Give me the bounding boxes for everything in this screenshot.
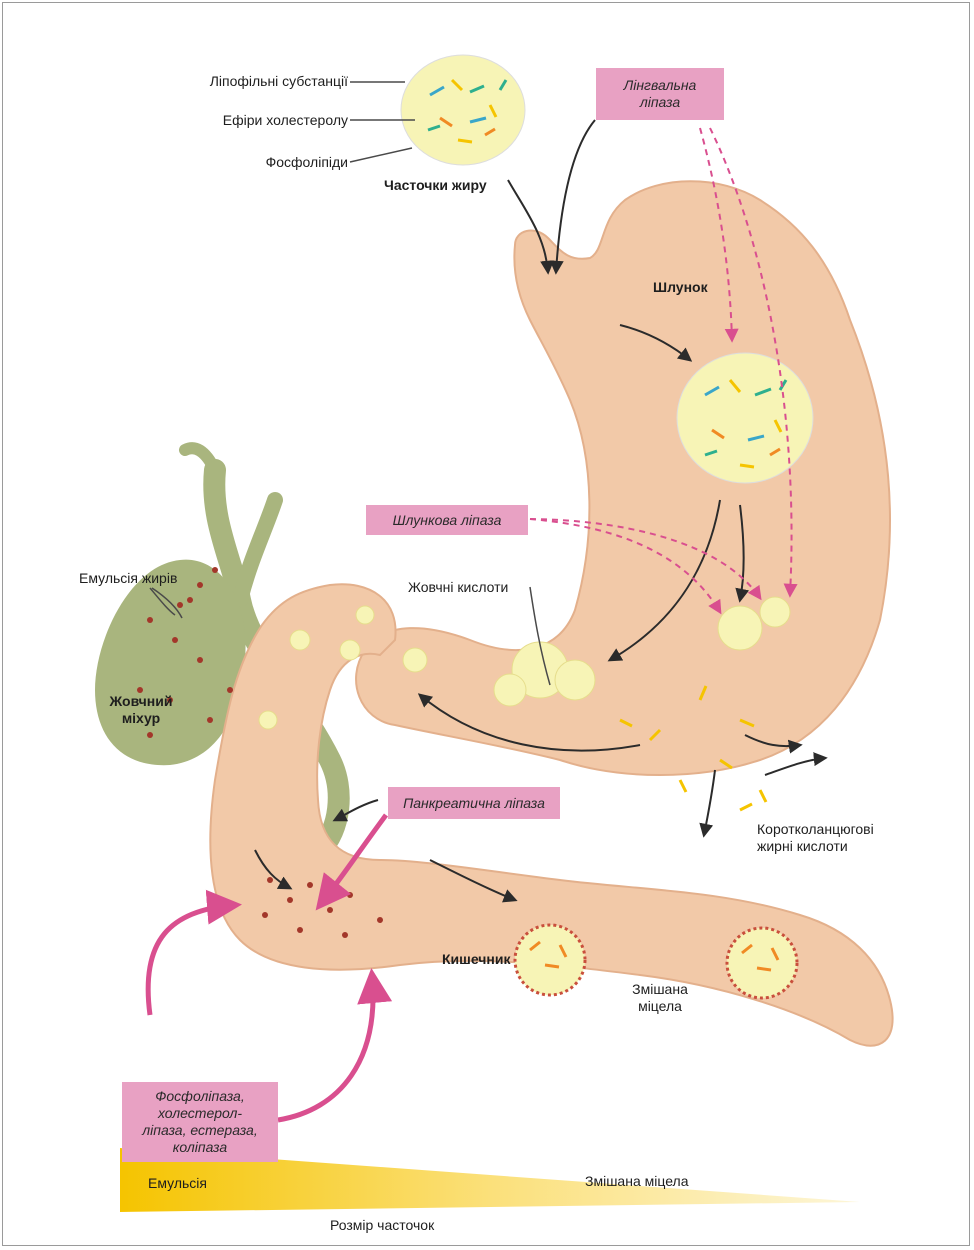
enzyme-others-line1: Фосфоліпаза, (155, 1088, 244, 1105)
label-mixed-micelle-line1: Змішана (620, 981, 700, 998)
label-phospholipids: Фосфоліпіди (150, 154, 348, 171)
phospholipase-arrow-1 (148, 905, 235, 1015)
gradient-left-label: Емульсія (148, 1175, 207, 1192)
arrow-scfa-2 (765, 758, 825, 775)
fat-particle-top (401, 55, 525, 165)
micelle-1 (515, 925, 585, 995)
label-gallbladder: Жовчний міхур (100, 693, 182, 727)
enzyme-box-pancreatic-lipase: Панкреатична ліпаза (388, 787, 560, 819)
enzyme-box-phospholipase-group: Фосфоліпаза, холестерол- ліпаза, естераз… (122, 1082, 278, 1162)
arrow-fat-to-mouth-2 (556, 120, 595, 272)
label-gallbladder-line2: міхур (100, 710, 182, 727)
label-cholesterol-esters: Ефіри холестеролу (150, 112, 348, 129)
label-short-chain-fatty-acids: Коротколанцюгові жирні кислоти (757, 821, 874, 855)
fat-particle-stomach (677, 353, 813, 483)
label-intestine: Кишечник (442, 951, 510, 968)
enzyme-lingual-line2: ліпаза (640, 94, 680, 111)
label-stomach: Шлунок (653, 279, 708, 296)
enzyme-others-line3: ліпаза, естераза, (142, 1122, 257, 1139)
enzyme-box-gastric-lipase: Шлункова ліпаза (366, 505, 528, 535)
label-short-chain-line2: жирні кислоти (757, 838, 874, 855)
label-short-chain-line1: Коротколанцюгові (757, 821, 874, 838)
label-bile-acids: Жовчні кислоти (408, 579, 508, 596)
arrow-scfa-3 (704, 770, 715, 835)
label-fat-particles: Часточки жиру (384, 177, 487, 194)
label-lipophilic: Ліпофільні субстанції (150, 73, 348, 90)
phospholipase-arrow-2 (278, 975, 373, 1120)
label-gallbladder-line1: Жовчний (100, 693, 182, 710)
gradient-axis-label: Розмір часточок (330, 1217, 434, 1234)
gradient-right-label: Змішана міцела (585, 1173, 689, 1190)
hepatic-duct-2 (185, 448, 215, 470)
micelle-2 (727, 928, 797, 998)
label-mixed-micelle: Змішана міцела (620, 981, 700, 1015)
enzyme-others-line4: коліпаза (173, 1139, 227, 1156)
enzyme-others-line2: холестерол- (158, 1105, 242, 1122)
label-mixed-micelle-line2: міцела (620, 998, 700, 1015)
label-fat-emulsion: Емульсія жирів (79, 570, 177, 587)
hepatic-duct-1 (240, 500, 275, 600)
enzyme-box-lingual-lipase: Лінгвальна ліпаза (596, 68, 724, 120)
enzyme-lingual-line1: Лінгвальна (624, 77, 697, 94)
stomach (356, 181, 890, 775)
